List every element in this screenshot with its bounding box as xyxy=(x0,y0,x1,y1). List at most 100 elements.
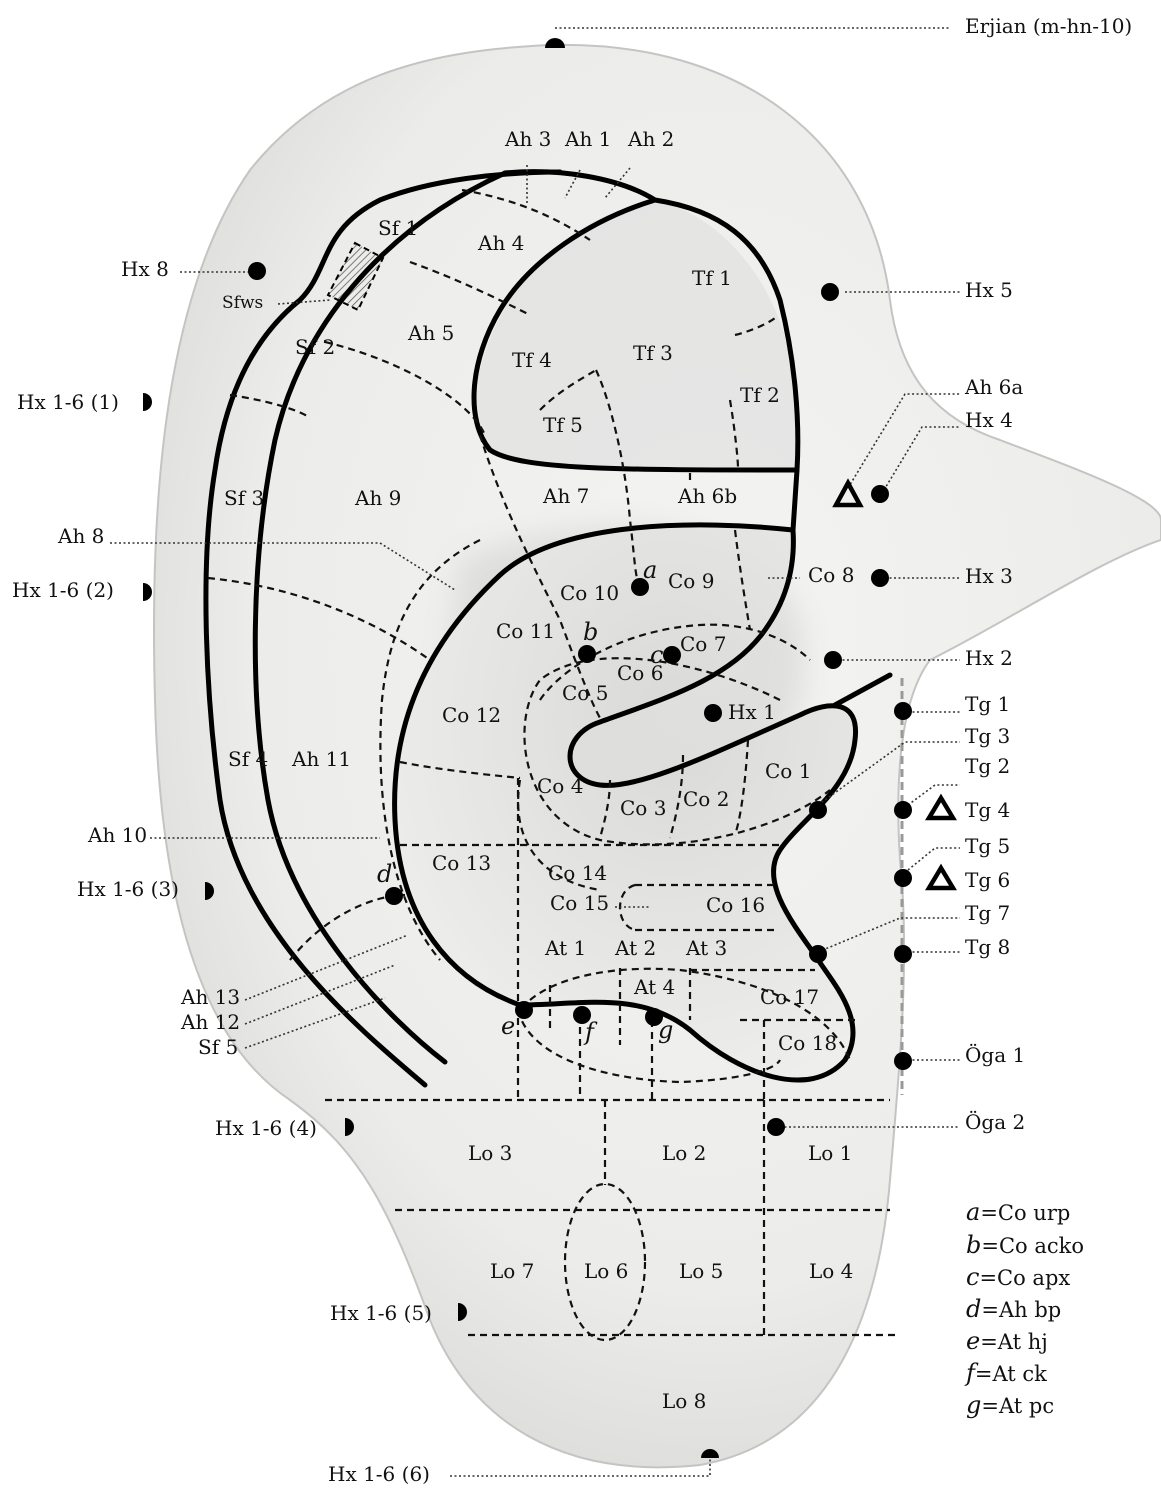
tg8-point xyxy=(894,945,912,963)
oga1-point xyxy=(894,1052,912,1070)
zone-ah8: Ah 8 xyxy=(57,524,104,548)
label-hx3: Hx 3 xyxy=(965,564,1013,588)
zone-lo5: Lo 5 xyxy=(679,1259,723,1283)
legend-item: f=At ck xyxy=(964,1359,1047,1387)
hx1-point xyxy=(704,704,722,722)
zone-ah4: Ah 4 xyxy=(477,231,524,255)
oga2-point xyxy=(767,1118,785,1136)
zone-ah3: Ah 3 xyxy=(504,127,551,151)
letter-g: g xyxy=(658,1016,673,1044)
zone-co18: Co 18 xyxy=(778,1031,837,1055)
b-point xyxy=(578,645,596,663)
zone-at2: At 2 xyxy=(614,936,656,960)
zone-lo8: Lo 8 xyxy=(662,1389,706,1413)
zone-co5: Co 5 xyxy=(562,681,608,705)
hx3-point xyxy=(871,569,889,587)
label-hx8: Hx 8 xyxy=(121,257,169,281)
zone-sf4: Sf 4 xyxy=(228,747,268,771)
zone-co8: Co 8 xyxy=(808,563,854,587)
label-oga2: Öga 2 xyxy=(965,1109,1025,1134)
zone-lo7: Lo 7 xyxy=(490,1259,534,1283)
legend-item: e=At hj xyxy=(966,1327,1048,1355)
tg3-point xyxy=(809,801,827,819)
label-hx16-3: Hx 1-6 (3) xyxy=(77,877,179,901)
tg4-triangle xyxy=(929,798,953,818)
zone-ah5: Ah 5 xyxy=(407,321,454,345)
legend-item: a=Co urp xyxy=(966,1198,1070,1226)
label-hx16-1: Hx 1-6 (1) xyxy=(17,390,119,414)
zone-ah11: Ah 11 xyxy=(291,747,351,771)
zone-co11: Co 11 xyxy=(496,619,555,643)
tg2-point xyxy=(894,801,912,819)
hx4-point xyxy=(871,485,889,503)
zone-co4: Co 4 xyxy=(537,774,583,798)
zone-co17: Co 17 xyxy=(760,985,819,1009)
label-tg7: Tg 7 xyxy=(965,901,1010,925)
letter-b: b xyxy=(583,618,598,646)
hx16-1-point xyxy=(143,393,152,411)
zone-lo3: Lo 3 xyxy=(468,1141,512,1165)
zone-ah1: Ah 1 xyxy=(564,127,611,151)
legend-item: d=Ah bp xyxy=(966,1295,1061,1323)
zone-ah9: Ah 9 xyxy=(354,486,401,510)
label-tg2: Tg 2 xyxy=(965,754,1010,778)
zone-tf3: Tf 3 xyxy=(633,341,673,365)
d-point xyxy=(385,887,403,905)
zone-ah7: Ah 7 xyxy=(542,484,589,508)
label-tg3: Tg 3 xyxy=(965,724,1010,748)
legend-item: c=Co apx xyxy=(966,1263,1070,1291)
zone-lo6: Lo 6 xyxy=(584,1259,628,1283)
hx8-point xyxy=(248,262,266,280)
label-hx2: Hx 2 xyxy=(965,646,1013,670)
label-tg6: Tg 6 xyxy=(965,868,1010,892)
zone-sf1: Sf 1 xyxy=(378,216,418,240)
zone-co12: Co 12 xyxy=(442,703,501,727)
zone-ah12: Ah 12 xyxy=(180,1010,240,1034)
zone-lo1: Lo 1 xyxy=(808,1141,852,1165)
zone-at3: At 3 xyxy=(685,936,727,960)
erjian-point xyxy=(545,38,565,48)
zone-at1: At 1 xyxy=(544,936,586,960)
hx16-2-point xyxy=(143,583,152,601)
zone-sf2: Sf 2 xyxy=(295,335,335,359)
zone-ah6a: Ah 6a xyxy=(964,375,1023,399)
zone-sf5: Sf 5 xyxy=(198,1035,238,1059)
tg5-point xyxy=(894,869,912,887)
zone-lo2: Lo 2 xyxy=(662,1141,706,1165)
zone-tf4: Tf 4 xyxy=(512,348,552,372)
label-hx16-6: Hx 1-6 (6) xyxy=(328,1462,430,1486)
zone-ah2: Ah 2 xyxy=(627,127,674,151)
zone-co13: Co 13 xyxy=(432,851,491,875)
zone-co10: Co 10 xyxy=(560,581,619,605)
zone-tf2: Tf 2 xyxy=(740,383,780,407)
tg7-point xyxy=(809,945,827,963)
hx2-point xyxy=(824,651,842,669)
letter-d: d xyxy=(377,860,392,888)
zone-at4: At 4 xyxy=(633,975,675,999)
zone-tf5: Tf 5 xyxy=(543,413,583,437)
zone-co3: Co 3 xyxy=(620,796,666,820)
zone-sf3: Sf 3 xyxy=(224,486,264,510)
label-tg5: Tg 5 xyxy=(965,834,1010,858)
e-point xyxy=(515,1001,533,1019)
label-tg1: Tg 1 xyxy=(965,692,1010,716)
label-hx4: Hx 4 xyxy=(965,408,1013,432)
zone-co1: Co 1 xyxy=(765,759,811,783)
zone-ah6b: Ah 6b xyxy=(677,484,737,508)
legend: a=Co urp b=Co acko c=Co apx d=Ah bp e=At… xyxy=(964,1198,1084,1419)
label-hx5: Hx 5 xyxy=(965,278,1013,302)
letter-a: a xyxy=(643,556,657,584)
letter-c: c xyxy=(650,641,663,669)
erjian-label: Erjian (m-hn-10) xyxy=(965,14,1132,38)
label-hx16-2: Hx 1-6 (2) xyxy=(12,578,114,602)
label-hx1: Hx 1 xyxy=(728,700,776,724)
zone-co9: Co 9 xyxy=(668,569,714,593)
c-point xyxy=(663,646,681,664)
legend-item: b=Co acko xyxy=(966,1231,1084,1259)
label-oga1: Öga 1 xyxy=(965,1042,1025,1067)
label-tg8: Tg 8 xyxy=(965,935,1010,959)
label-hx16-5: Hx 1-6 (5) xyxy=(330,1301,432,1325)
zone-lo4: Lo 4 xyxy=(809,1259,853,1283)
